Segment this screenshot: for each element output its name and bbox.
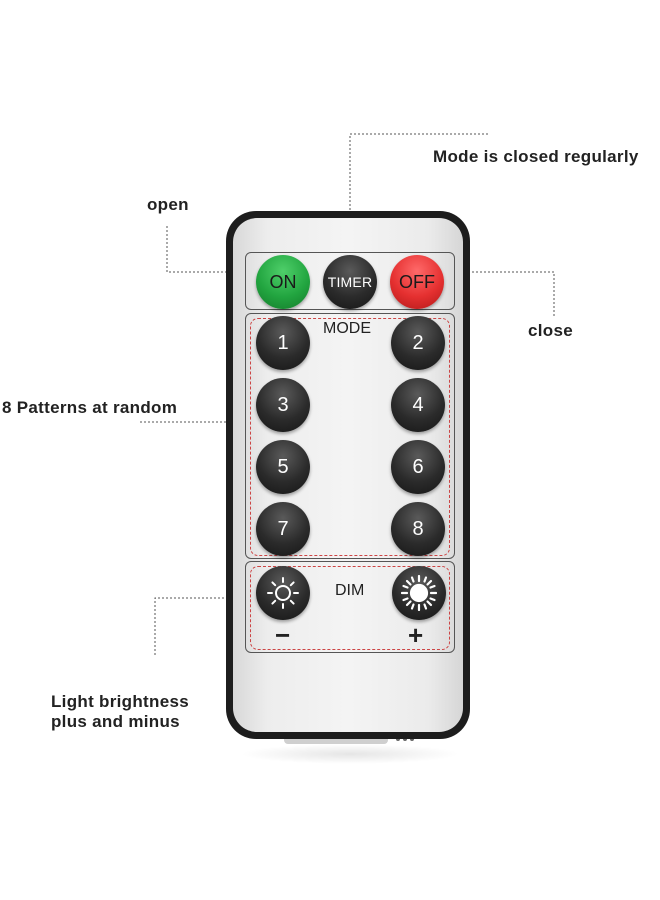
mode-label: MODE [323, 320, 371, 337]
mode-button-4[interactable]: 4 [391, 378, 445, 432]
mode-button-label: 3 [277, 393, 289, 416]
callout-close: close [528, 321, 573, 340]
sun-filled-icon [401, 575, 437, 611]
off-button-label: OFF [399, 271, 435, 292]
on-button[interactable]: ON [256, 255, 310, 309]
callout-mode-closed: Mode is closed regularly [433, 147, 639, 166]
mode-button-6[interactable]: 6 [391, 440, 445, 494]
mode-button-8[interactable]: 8 [391, 502, 445, 556]
mode-panel [245, 313, 455, 559]
mode-button-label: 8 [412, 517, 424, 540]
timer-button[interactable]: TIMER [323, 255, 377, 309]
mode-button-label: 7 [277, 517, 289, 540]
callout-brightness-line1: Light brightness [51, 692, 189, 711]
remote-tab-dot [410, 737, 414, 741]
plus-label: + [408, 620, 424, 650]
remote-tab-dot [403, 737, 407, 741]
off-button[interactable]: OFF [390, 255, 444, 309]
minus-label: − [275, 620, 291, 650]
mode-button-label: 5 [277, 455, 289, 478]
mode-button-5[interactable]: 5 [256, 440, 310, 494]
mode-button-label: 1 [277, 331, 289, 354]
callout-brightness-line2: plus and minus [51, 712, 180, 731]
dim-down-button[interactable] [256, 566, 310, 620]
sun-outline-icon [267, 577, 299, 609]
mode-button-2[interactable]: 2 [391, 316, 445, 370]
callout-open: open [147, 195, 189, 214]
power-panel [245, 252, 455, 310]
mode-button-7[interactable]: 7 [256, 502, 310, 556]
callout-patterns: 8 Patterns at random [2, 398, 178, 417]
dim-panel [245, 561, 455, 653]
remote-battery-tab [284, 734, 388, 744]
remote-tab-dot [396, 737, 400, 741]
mode-button-label: 4 [412, 393, 424, 416]
mode-button-3[interactable]: 3 [256, 378, 310, 432]
timer-button-label: TIMER [327, 274, 373, 290]
mode-button-1[interactable]: 1 [256, 316, 310, 370]
dim-label: DIM [335, 582, 365, 599]
remote-shadow [240, 744, 460, 764]
on-button-label: ON [269, 271, 297, 292]
dim-up-button[interactable] [392, 566, 446, 620]
mode-button-label: 6 [412, 455, 424, 478]
mode-button-label: 2 [412, 331, 424, 354]
